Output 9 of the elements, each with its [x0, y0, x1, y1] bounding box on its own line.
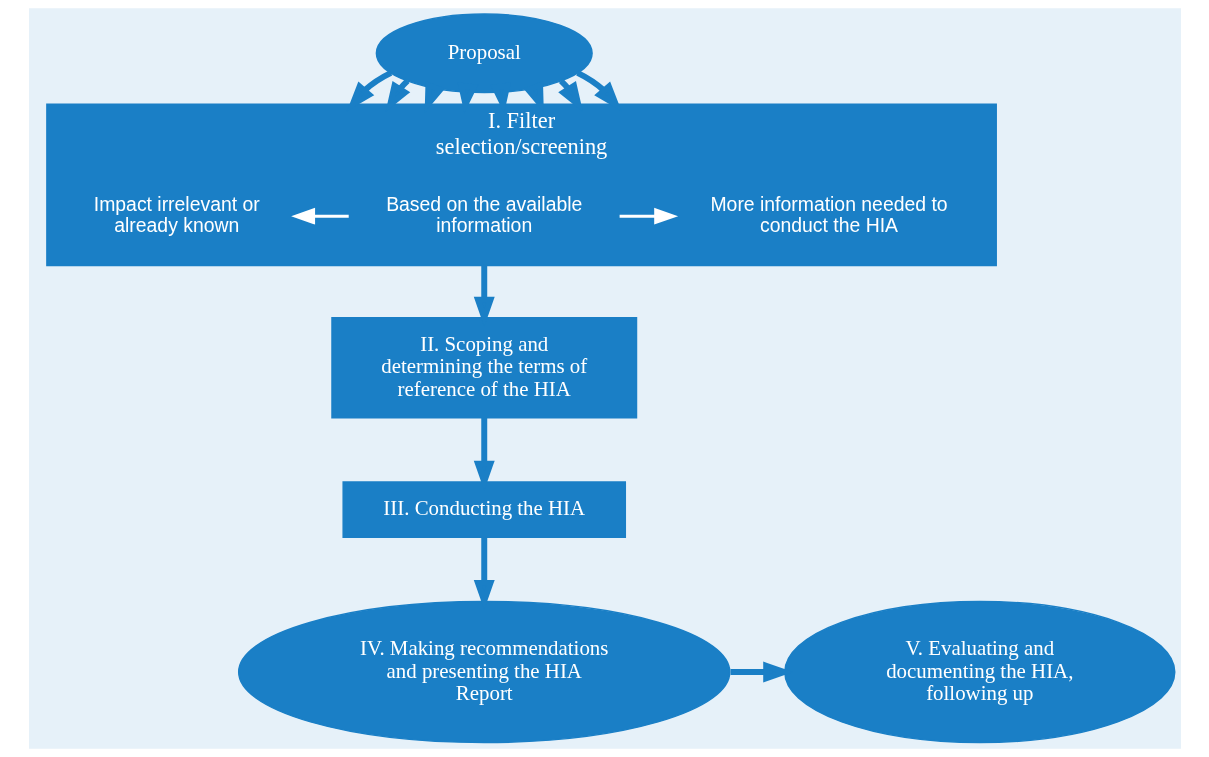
- node-text: Based on the available information: [385, 192, 582, 236]
- node-box: II. Scoping and determining the terms of reference of the HIA: [330, 317, 637, 419]
- node-text: Impact irrelevant or already known: [93, 192, 260, 236]
- node-box: III. Conducting the HIA: [341, 481, 626, 538]
- node-text: More information needed to conduct the HIA: [709, 192, 948, 236]
- arrow: [290, 207, 349, 225]
- arrow: [619, 207, 678, 225]
- node-ellipse: IV. Making recommendations and presenting the HIA Report: [237, 600, 731, 744]
- node-ellipse: V. Evaluating and documenting the HIA, following up: [783, 600, 1175, 744]
